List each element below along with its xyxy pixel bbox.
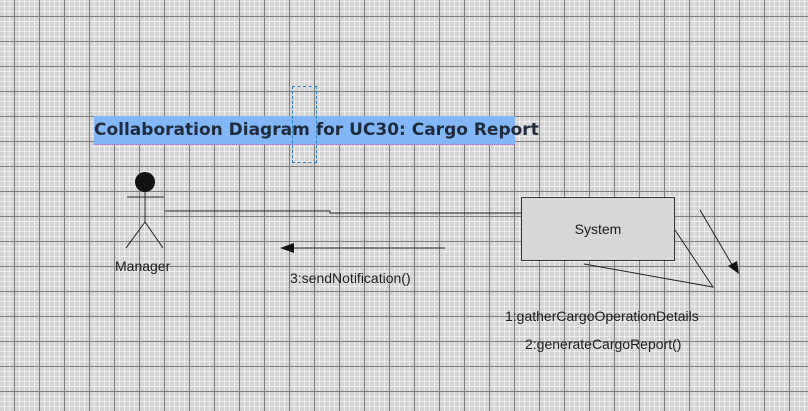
message-arrow-3[interactable] (280, 243, 445, 253)
system-object-label: System (574, 221, 622, 237)
association-link[interactable] (165, 210, 521, 214)
message-arrow-1-2[interactable] (699, 209, 739, 274)
actor-label: Manager (115, 258, 171, 274)
system-object[interactable]: System (521, 197, 675, 261)
stick-figure-actor-icon[interactable] (125, 172, 164, 249)
diagram-title[interactable]: Collaboration Diagram for UC30: Cargo Re… (94, 116, 539, 145)
message-label-2: 2:generateCargoReport() (525, 336, 682, 352)
selection-frame[interactable] (292, 86, 317, 163)
message-label-3: 3:sendNotification() (290, 270, 411, 286)
message-label-1: 1:gatherCargoOperationDetails (505, 308, 699, 324)
self-loop-link[interactable] (583, 229, 715, 288)
